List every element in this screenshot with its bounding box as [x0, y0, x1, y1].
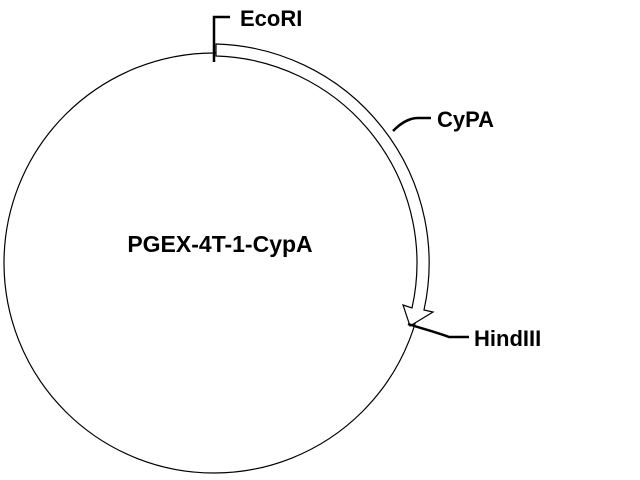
hindiii-marker: [407, 322, 469, 339]
hindiii-label: HindIII: [474, 326, 541, 351]
ecori-marker: [212, 15, 230, 62]
cypa-marker: [392, 116, 431, 132]
ecori-label: EcoRI: [240, 6, 302, 31]
insert-arrow: [215, 43, 435, 327]
cypa-label: CyPA: [437, 107, 494, 132]
plasmid-name: PGEX-4T-1-CypA: [127, 231, 312, 257]
